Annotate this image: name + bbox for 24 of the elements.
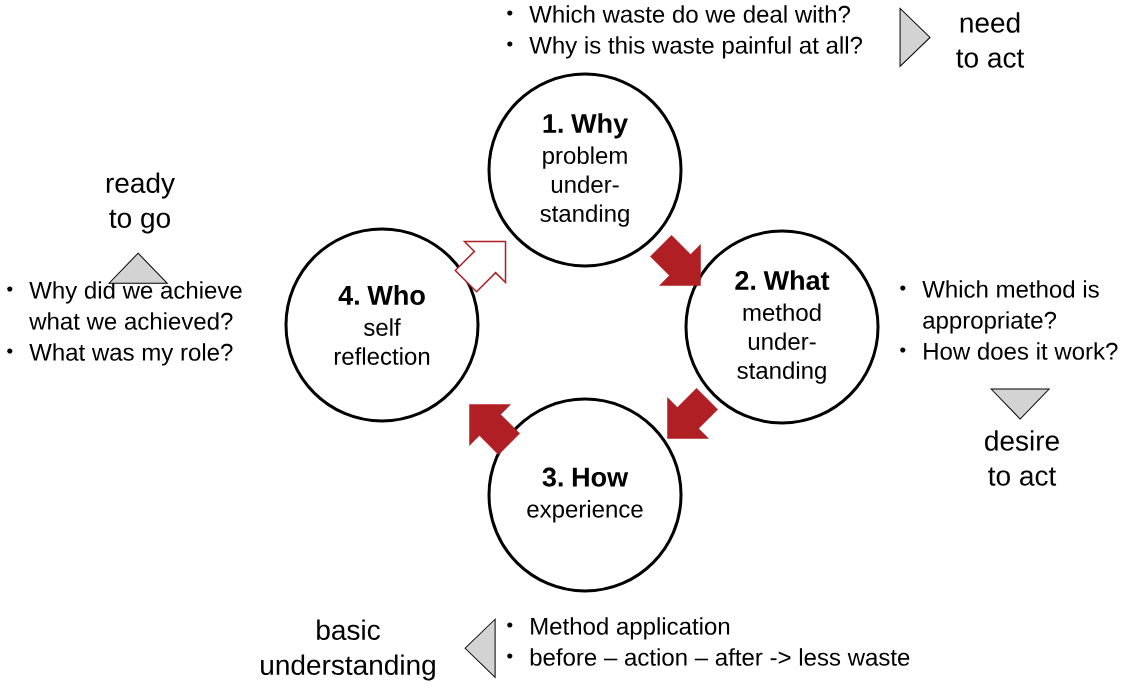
node-label: Why is this waste painful at all? bbox=[529, 36, 863, 59]
node-label: before – action – after -> less waste bbox=[530, 648, 910, 666]
node-label: Method application bbox=[531, 617, 730, 640]
bullet-list: Method application before – action – after -> less waste bbox=[507, 617, 910, 666]
triangle-arrow bbox=[108, 252, 168, 284]
bullet-list: Which waste do we deal with? Why is this waste painful at all? bbox=[507, 5, 863, 59]
node-label: Which waste do we deal with? bbox=[529, 5, 850, 23]
node-label: Which method is appropriate? bbox=[922, 280, 1099, 334]
bullet-list: Why did we achieve what we achieved? What was my role? bbox=[7, 281, 242, 366]
node-label: What was my role? bbox=[29, 343, 233, 366]
outcome-text: need to act bbox=[956, 12, 1025, 68]
outcome-text: ready to go bbox=[106, 172, 175, 234]
block-arrow bbox=[667, 388, 718, 439]
bullet-list: Which method is appropriate? How does it work? bbox=[900, 280, 1118, 360]
outcome-text: desire to act bbox=[985, 430, 1059, 486]
triangle-arrow bbox=[464, 618, 496, 678]
block-arrow bbox=[454, 240, 507, 293]
node-label: Why did we achieve what we achieved? bbox=[29, 281, 242, 330]
triangle-arrow bbox=[990, 388, 1050, 420]
outcome-text: basic understanding bbox=[261, 619, 435, 681]
triangle-arrow bbox=[899, 7, 931, 67]
block-arrow bbox=[469, 404, 520, 455]
node-label: How does it work? bbox=[924, 342, 1118, 360]
block-arrow bbox=[650, 235, 701, 286]
